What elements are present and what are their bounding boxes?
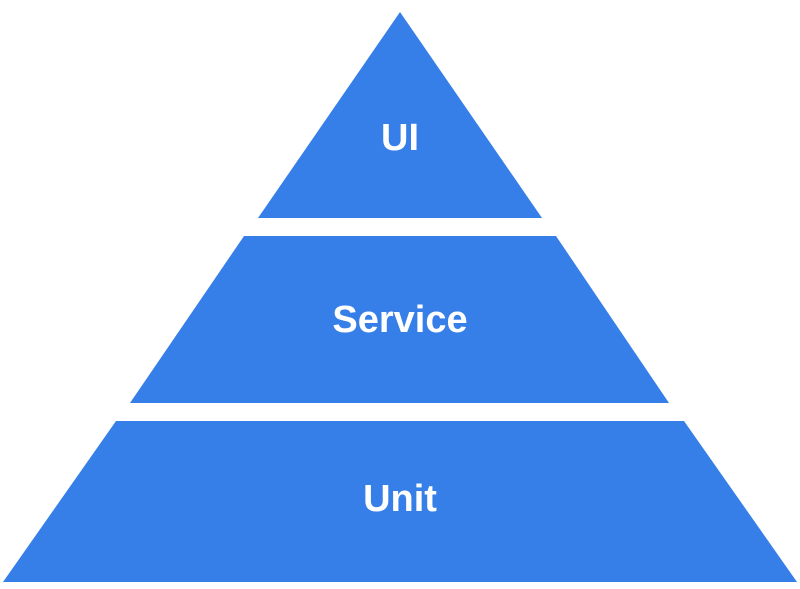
- pyramid-tier-bottom: [3, 421, 797, 582]
- pyramid-tier-middle-label: Service: [332, 299, 467, 341]
- pyramid-tier-top-label: UI: [381, 117, 419, 159]
- pyramid-tier-top: [258, 12, 542, 218]
- pyramid-tier-middle: [130, 236, 669, 403]
- pyramid-tier-bottom-label: Unit: [363, 478, 437, 520]
